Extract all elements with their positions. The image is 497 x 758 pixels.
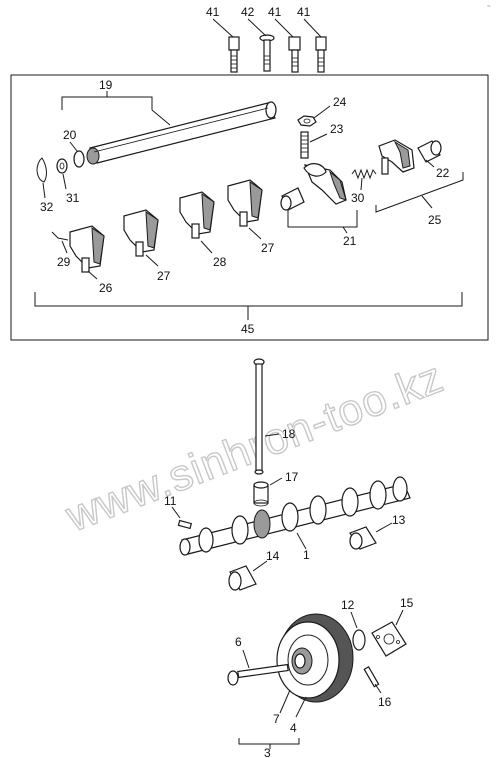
bushing-13: [349, 526, 377, 550]
callout-1: 1: [303, 548, 310, 562]
bolt-6: [227, 663, 289, 686]
spring-washer-31: [56, 158, 68, 174]
spring-30: [351, 168, 377, 180]
bolt-41-a: [228, 36, 240, 73]
callout-14: 14: [266, 549, 280, 563]
callout-18: 18: [282, 427, 296, 441]
callout-45: 45: [241, 322, 255, 336]
corner-mark: ~: [487, 4, 491, 10]
callout-25: 25: [428, 213, 442, 227]
callout-15: 15: [400, 596, 414, 610]
callout-26: 26: [99, 281, 113, 295]
bolt-42: [259, 34, 275, 72]
bushing-21: [280, 187, 305, 211]
callout-16: 16: [378, 695, 392, 709]
nut-24: [297, 115, 317, 127]
bushing-14: [228, 565, 257, 591]
rocker-arm-26: [69, 225, 105, 273]
rocker-arm-27-b: [227, 179, 263, 227]
callout-23: 23: [330, 122, 344, 136]
callout-17: 17: [285, 470, 299, 484]
callout-28: 28: [213, 255, 227, 269]
callout-24: 24: [333, 95, 347, 109]
callout-27-b: 27: [261, 241, 275, 255]
push-rod-18: [253, 358, 265, 475]
callout-41-b: 41: [268, 5, 282, 19]
callout-3: 3: [264, 746, 271, 758]
rocker-arm-28: [179, 191, 215, 239]
callout-29: 29: [57, 255, 71, 269]
callout-31: 31: [66, 191, 80, 205]
bushing-22: [417, 140, 442, 163]
callout-42: 42: [241, 5, 255, 19]
callout-20: 20: [63, 128, 77, 142]
callout-6: 6: [235, 635, 242, 649]
callout-7: 7: [273, 712, 280, 726]
thrust-plate-15: [371, 621, 407, 657]
pin-29: [51, 231, 69, 241]
callout-41-a: 41: [206, 5, 220, 19]
adjusting-screw-23: [300, 131, 309, 159]
rocker-arm-21: [303, 163, 347, 205]
bolt-41-b: [288, 36, 301, 73]
rocker-arm-27-a: [123, 209, 159, 257]
callout-21: 21: [343, 234, 357, 248]
callout-41-c: 41: [297, 5, 311, 19]
callout-11: 11: [164, 494, 177, 508]
key-11: [177, 519, 193, 530]
callout-4: 4: [290, 721, 297, 735]
camshaft-gear-4: [276, 613, 354, 703]
callout-32: 32: [40, 200, 54, 214]
callout-19: 19: [99, 78, 113, 92]
callout-12: 12: [341, 598, 355, 612]
ring-12: [352, 629, 366, 651]
rocker-shaft-19: [86, 101, 277, 165]
callout-13: 13: [392, 513, 406, 527]
camshaft-1: [179, 476, 411, 556]
screw-16: [363, 666, 380, 688]
bolt-41-c: [315, 36, 327, 73]
ring-20: [73, 150, 85, 168]
callout-30: 30: [351, 191, 365, 205]
rocker-arm-25: [378, 139, 415, 175]
callout-27-a: 27: [157, 269, 171, 283]
tappet-17: [253, 481, 269, 507]
callout-22: 22: [436, 166, 450, 180]
circlip-32: [36, 157, 47, 183]
rocker-assembly-frame: [10, 74, 489, 341]
